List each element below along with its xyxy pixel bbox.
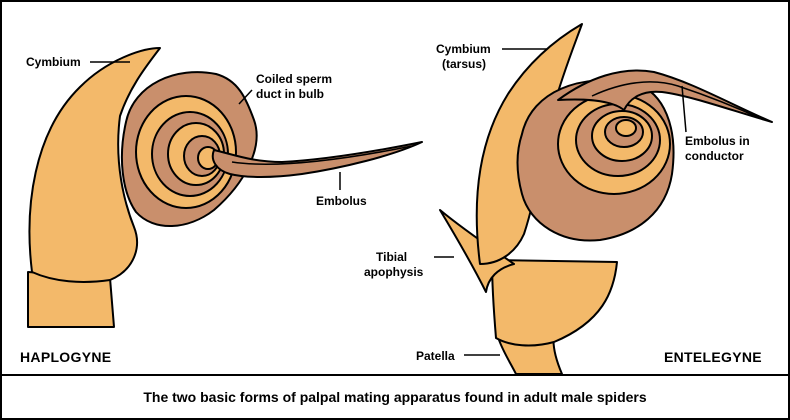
entelegyne-tibial-label-line2: apophysis: [364, 265, 424, 279]
entelegyne-embolus-shape: [557, 69, 773, 123]
entelegyne-coil-core: [615, 119, 637, 137]
entelegyne-embolus-duct: [591, 81, 765, 121]
haplogyne-type-label: HAPLOGYNE: [20, 349, 112, 365]
entelegyne-cymbium-label-line1: Cymbium: [436, 42, 491, 56]
entelegyne-embolus-label-line1: Embolus in: [685, 134, 750, 148]
caption-bar: The two basic forms of palpal mating app…: [2, 374, 788, 420]
entelegyne-palp: [439, 23, 773, 374]
haplogyne-embolus-label: Embolus: [316, 194, 367, 208]
figure-caption: The two basic forms of palpal mating app…: [143, 389, 647, 405]
entelegyne-embolus-label-line2: conductor: [685, 149, 744, 163]
palp-illustration: [27, 23, 773, 374]
haplogyne-embolus-shape: [211, 141, 423, 178]
entelegyne-tibial-apophysis-shape: [439, 209, 515, 293]
entelegyne-type-label: ENTELEGYNE: [664, 349, 762, 365]
haplogyne-embolus-duct: [231, 145, 413, 166]
entelegyne-patella-label: Patella: [416, 349, 455, 363]
entelegyne-tibia-segment: [491, 259, 618, 347]
haplogyne-coiled-label-line2: duct in bulb: [256, 87, 324, 101]
entelegyne-cymbium-label-line2: (tarsus): [442, 57, 487, 71]
haplogyne-coiled-label-line1: Coiled sperm: [256, 72, 333, 86]
haplogyne-cymbium-shape: [28, 47, 161, 283]
haplogyne-palp: [27, 47, 423, 328]
entelegyne-embolus-leader: [681, 85, 687, 133]
haplogyne-coiled-leader: [238, 89, 253, 105]
entelegyne-tibial-label-line1: Tibial: [376, 250, 408, 264]
haplogyne-cymbium-label: Cymbium: [26, 55, 81, 69]
